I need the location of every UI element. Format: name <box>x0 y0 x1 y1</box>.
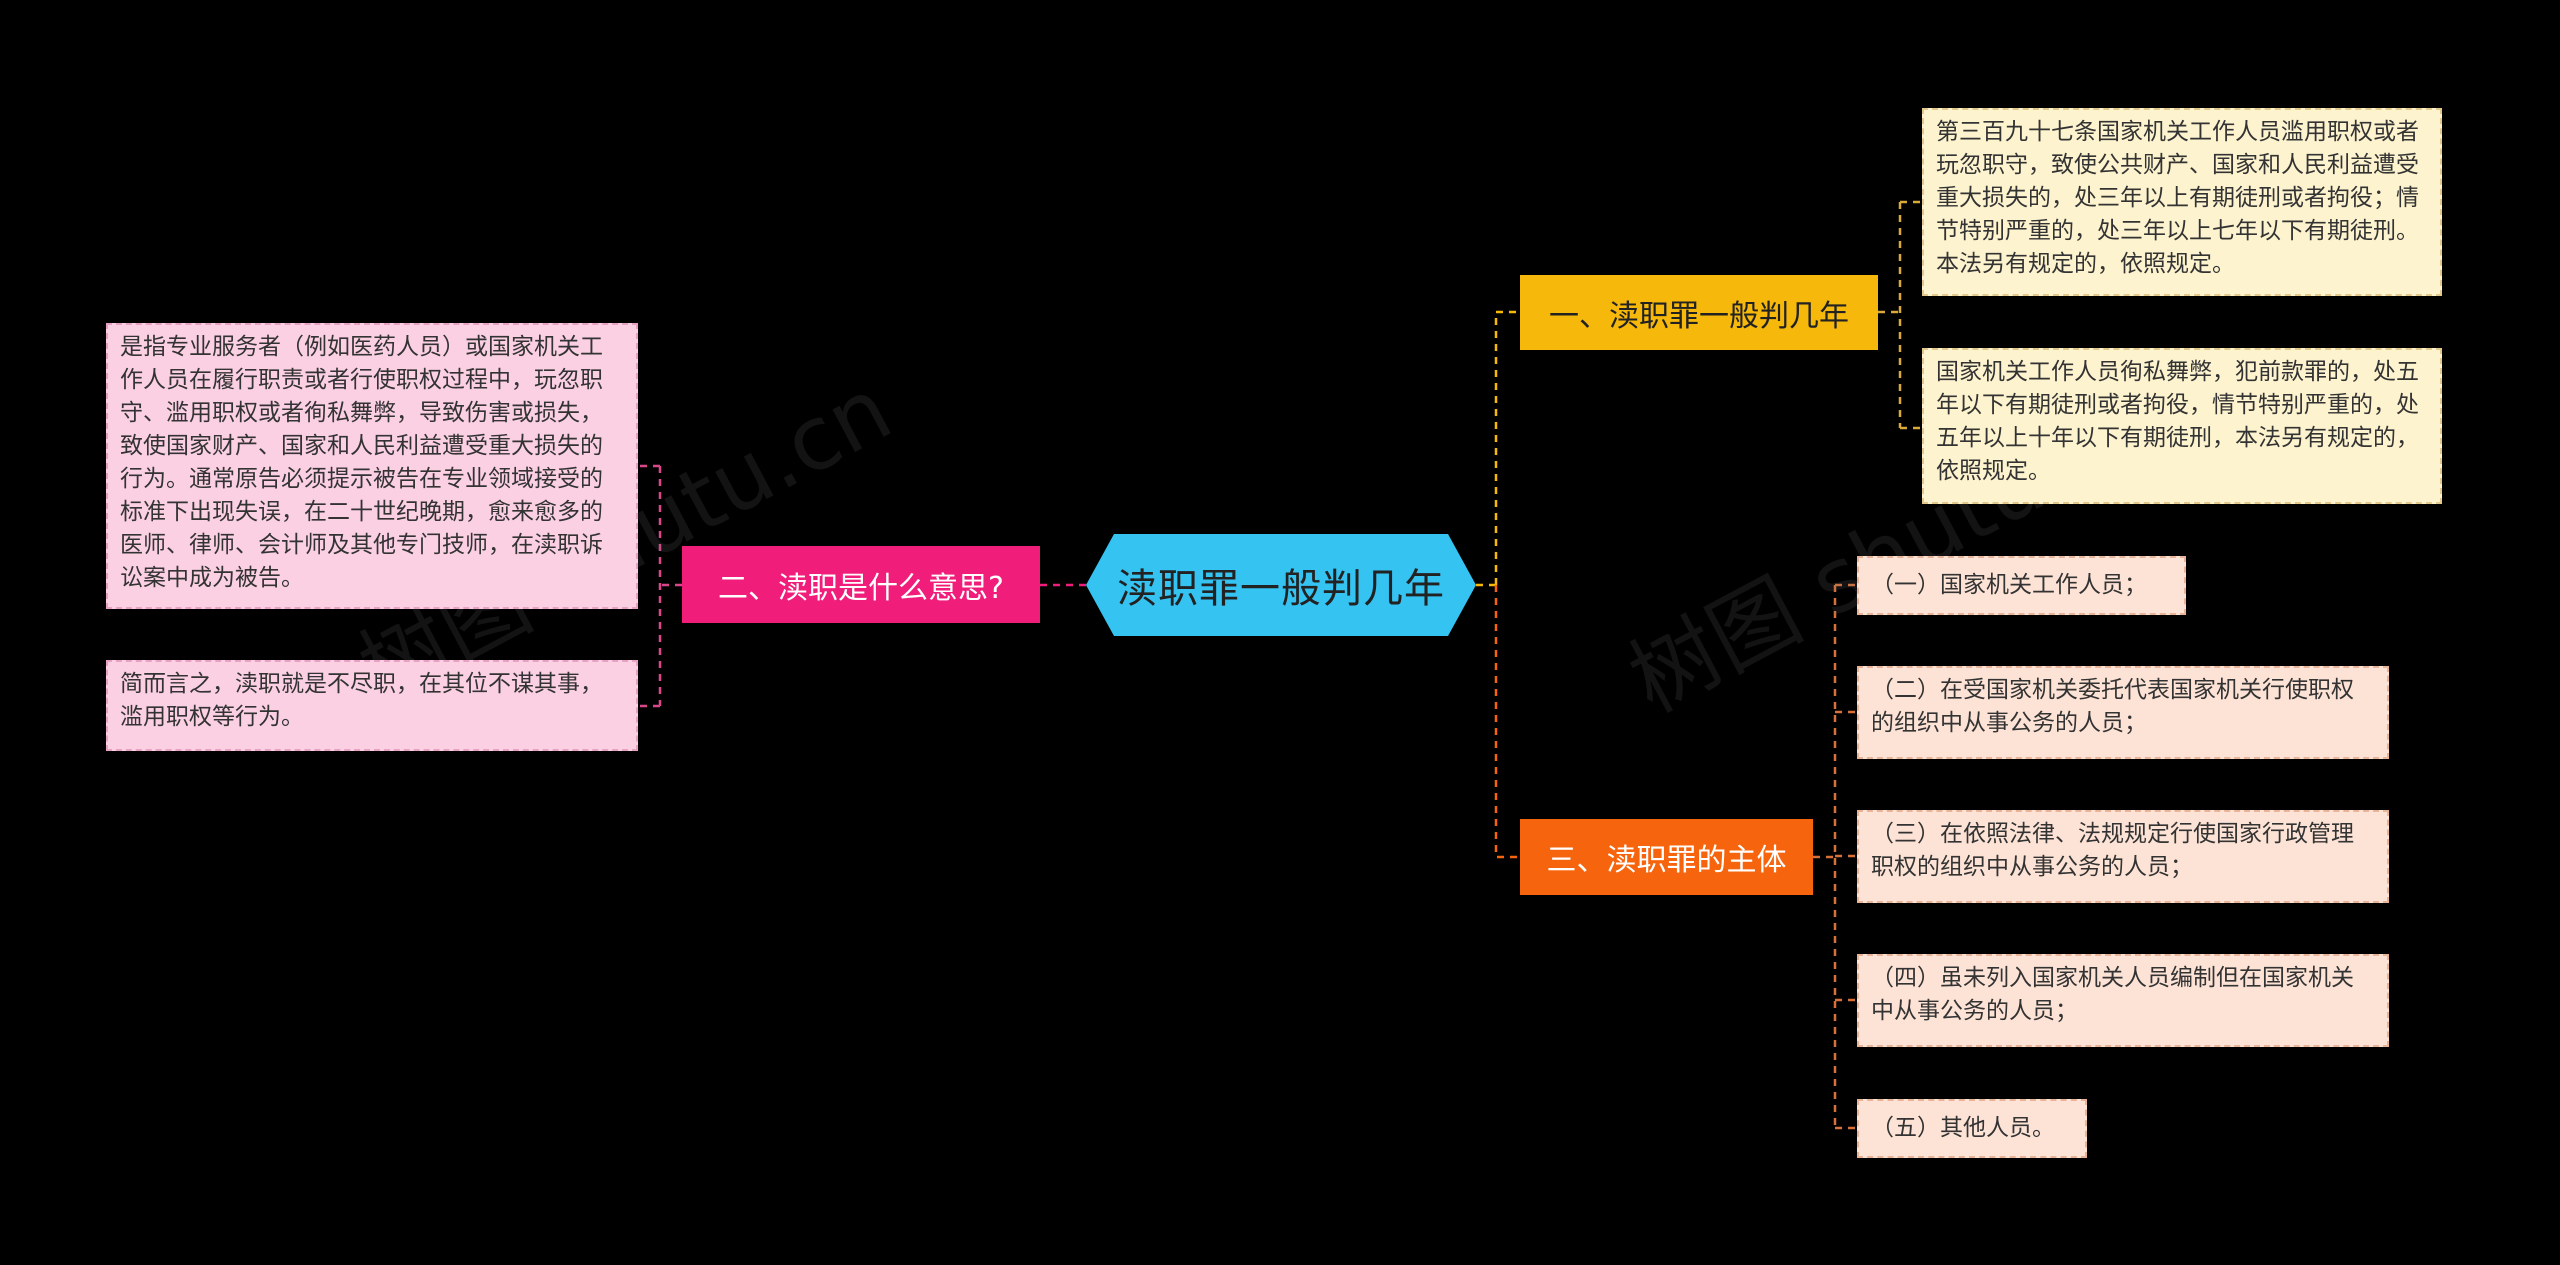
leaf-definition[interactable]: 是指专业服务者（例如医药人员）或国家机关工作人员在履行职责或者行使职权过程中，玩… <box>106 323 638 609</box>
link-center-b1 <box>1476 310 1520 587</box>
link-b2-leaves <box>638 464 682 708</box>
leaf-favoritism-clause[interactable]: 国家机关工作人员徇私舞弊，犯前款罪的，处五年以下有期徒刑或者拘役，情节特别严重的… <box>1922 348 2442 504</box>
leaf-summary[interactable]: 简而言之，渎职就是不尽职，在其位不谋其事，滥用职权等行为。 <box>106 660 638 751</box>
branch-subjects[interactable]: 三、渎职罪的主体 <box>1520 819 1813 895</box>
leaf-subject-2[interactable]: （二）在受国家机关委托代表国家机关行使职权的组织中从事公务的人员； <box>1857 666 2389 759</box>
link-center-b3 <box>1494 585 1520 859</box>
leaf-subject-1[interactable]: （一）国家机关工作人员； <box>1857 556 2186 615</box>
center-topic[interactable]: 渎职罪一般判几年 <box>1086 534 1476 636</box>
leaf-article-397[interactable]: 第三百九十七条国家机关工作人员滥用职权或者玩忽职守，致使公共财产、国家和人民利益… <box>1922 108 2442 296</box>
leaf-subject-4[interactable]: （四）虽未列入国家机关人员编制但在国家机关中从事公务的人员； <box>1857 954 2389 1047</box>
link-b3-leaves <box>1813 583 1857 1130</box>
branch-sentencing[interactable]: 一、渎职罪一般判几年 <box>1520 275 1878 350</box>
leaf-subject-3[interactable]: （三）在依照法律、法规规定行使国家行政管理职权的组织中从事公务的人员； <box>1857 810 2389 903</box>
link-b1-leaves <box>1878 200 1922 430</box>
branch-meaning[interactable]: 二、渎职是什么意思? <box>682 546 1040 623</box>
leaf-subject-5[interactable]: （五）其他人员。 <box>1857 1099 2087 1158</box>
